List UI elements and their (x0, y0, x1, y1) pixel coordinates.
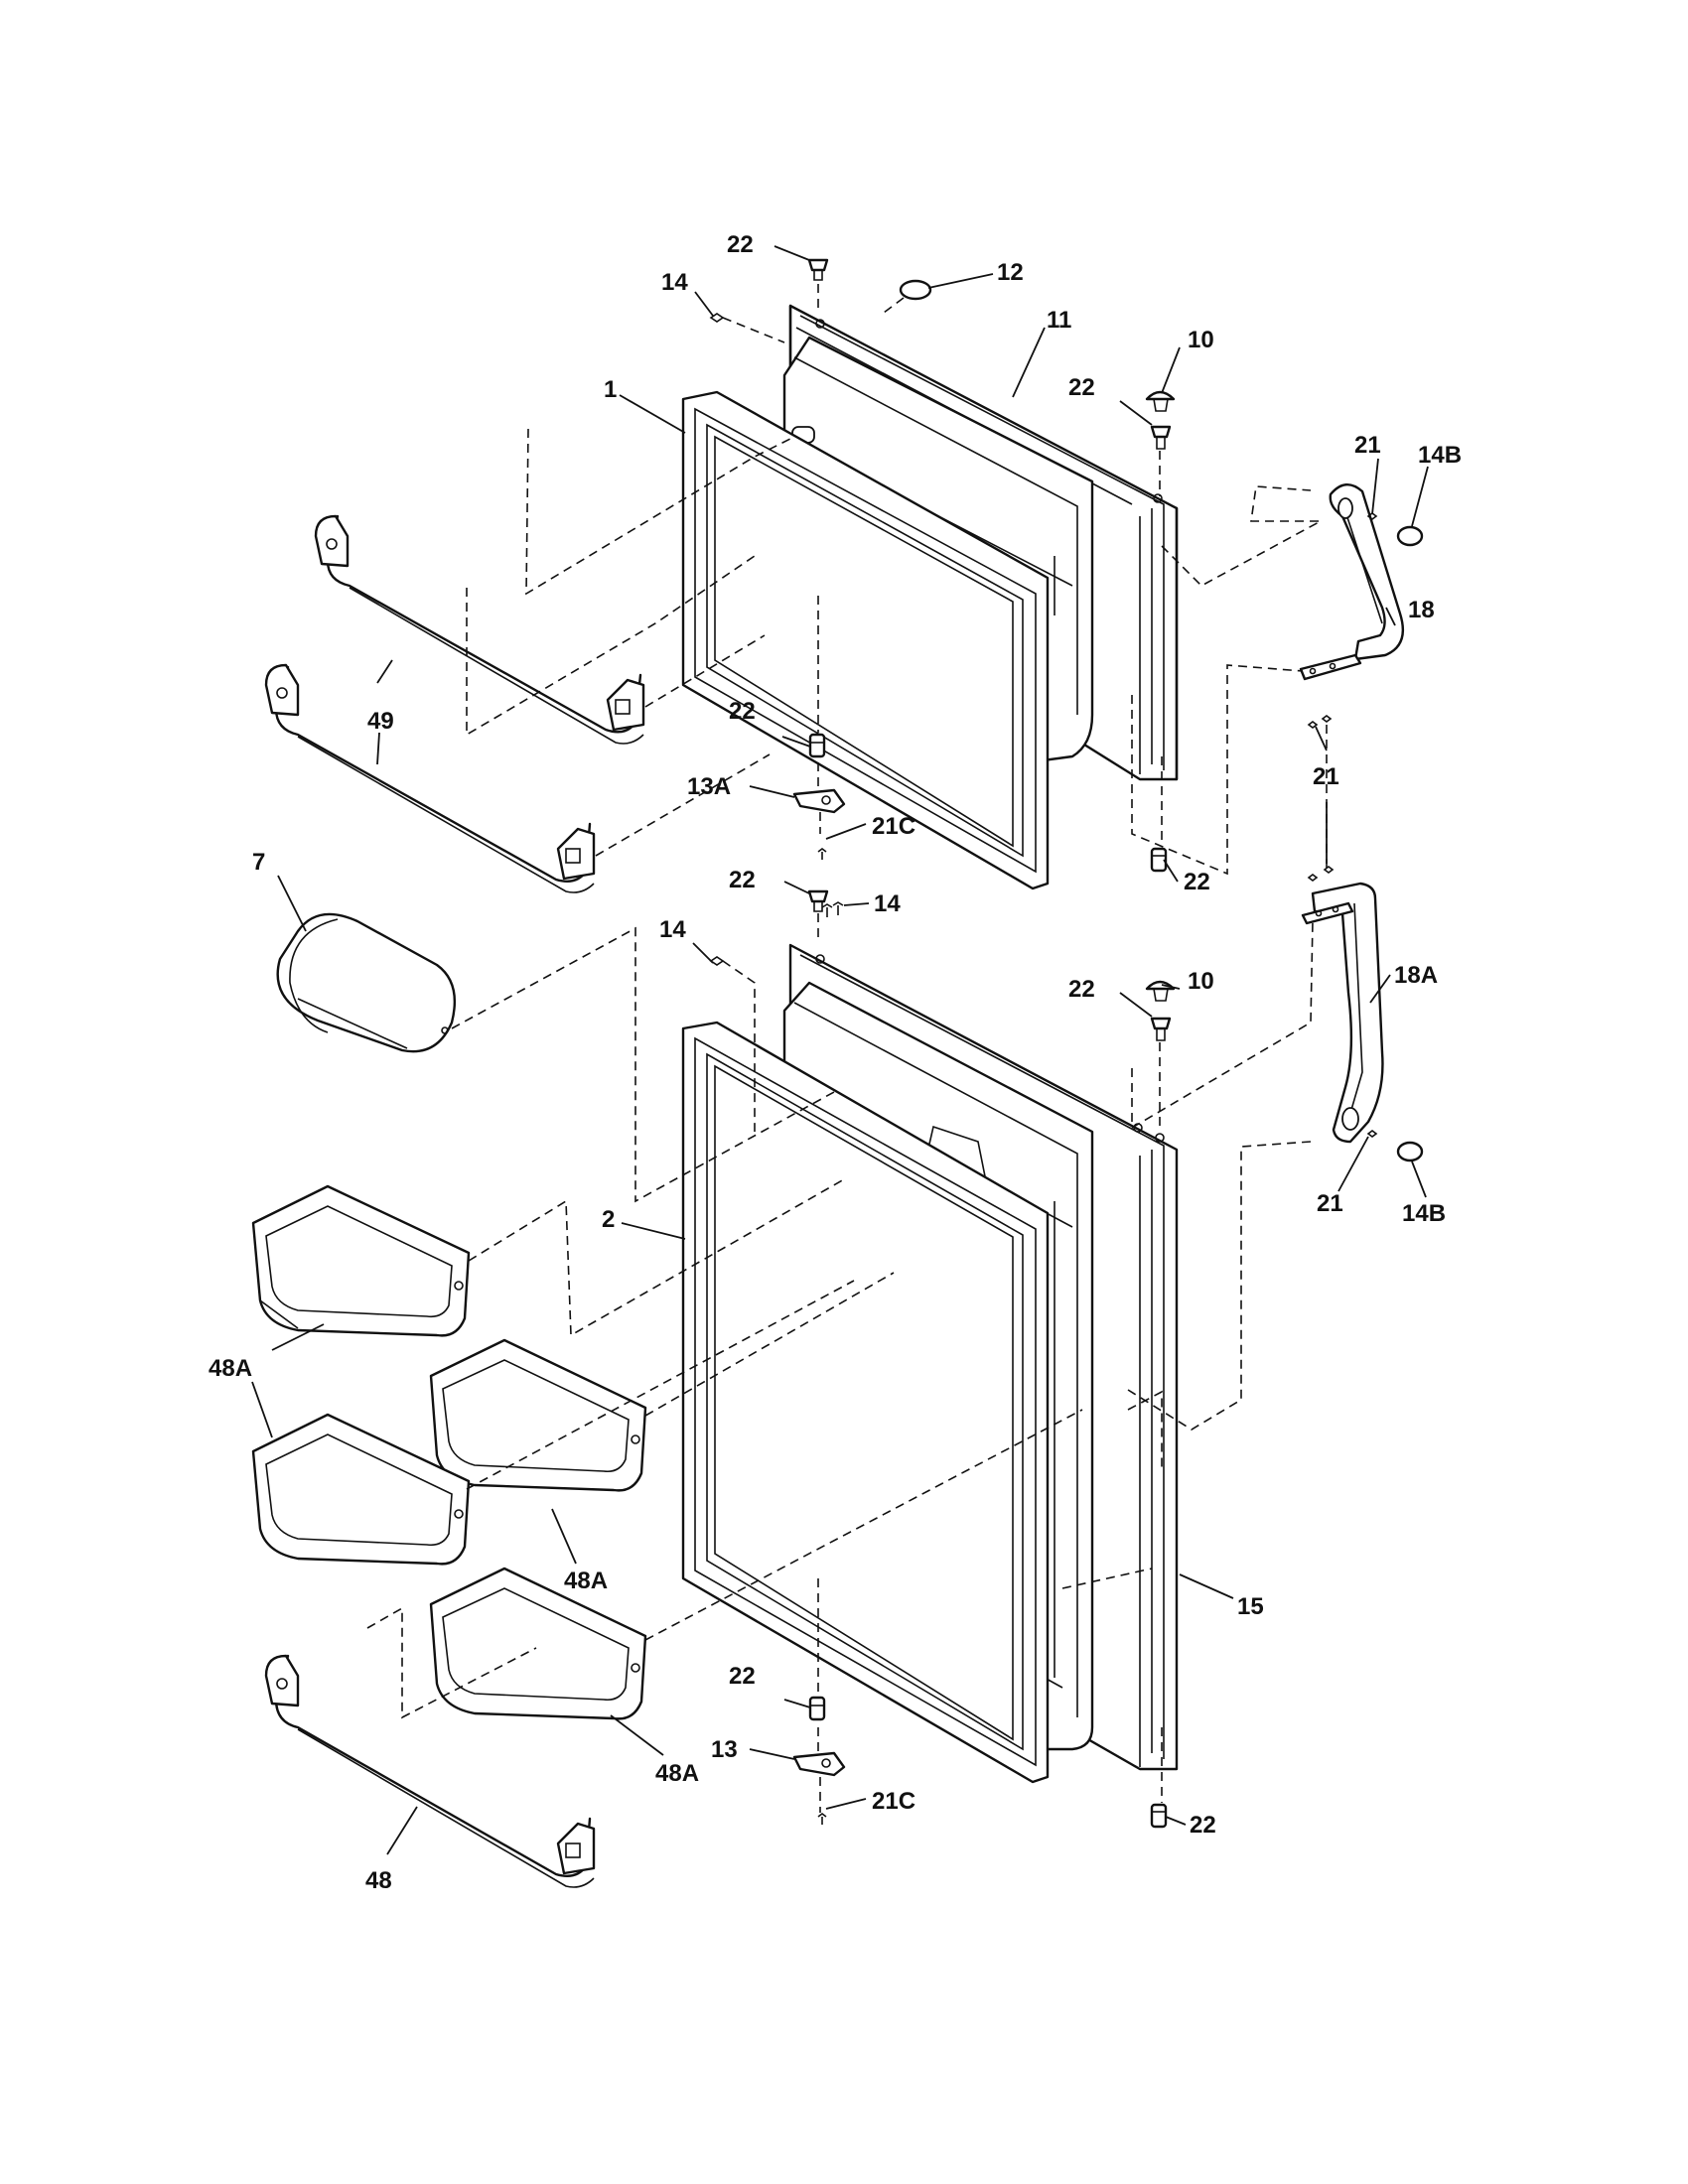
callout-21: 21 (1317, 1190, 1343, 1217)
callout-22: 22 (729, 698, 756, 725)
callout-22: 22 (729, 1663, 756, 1690)
callout-22: 22 (1068, 374, 1095, 401)
fresh-food-door-handle (1301, 882, 1384, 1144)
callout-14b: 14B (1418, 442, 1462, 469)
callout-14: 14 (874, 890, 901, 917)
callout-48a: 48A (209, 1355, 252, 1382)
callout-labels: 22 12 14 11 10 22 1 21 14B 18 49 22 13A … (209, 231, 1462, 1894)
callout-18a: 18A (1394, 962, 1438, 989)
callout-22: 22 (727, 231, 754, 258)
callout-22: 22 (1190, 1812, 1216, 1839)
door-bin-middle-right (429, 1338, 647, 1492)
callout-48a: 48A (564, 1568, 608, 1594)
callout-11: 11 (1047, 307, 1071, 334)
door-bin-middle-left (251, 1413, 471, 1566)
callout-48: 48 (365, 1867, 392, 1894)
callout-13: 13 (711, 1736, 738, 1763)
callout-21c: 21C (872, 813, 915, 840)
callout-18: 18 (1408, 597, 1435, 623)
leader-lines (251, 245, 1429, 1855)
freezer-door-gasket (681, 390, 1050, 890)
callout-14: 14 (659, 916, 686, 943)
callout-22: 22 (729, 867, 756, 893)
assembly-lines (366, 284, 1328, 1813)
callout-21: 21 (1313, 763, 1339, 790)
callout-15: 15 (1237, 1593, 1264, 1620)
freezer-door-shelf-upper (314, 514, 645, 745)
filter-cartridge (276, 912, 456, 1053)
callout-48a: 48A (655, 1760, 699, 1787)
callout-12: 12 (997, 259, 1024, 286)
hardware (709, 258, 1424, 1829)
callout-22: 22 (1068, 976, 1095, 1003)
callout-7: 7 (252, 849, 265, 876)
door-bin-upper (251, 1184, 471, 1337)
callout-14: 14 (661, 269, 688, 296)
fresh-food-door-gasket (681, 1021, 1050, 1784)
fresh-food-shelf-bar (264, 1654, 596, 1888)
callout-14b: 14B (1402, 1200, 1446, 1227)
freezer-door-handle (1299, 483, 1405, 681)
callout-21: 21 (1354, 432, 1381, 459)
callout-49: 49 (367, 708, 394, 735)
door-bin-lower (429, 1567, 647, 1720)
callout-2: 2 (602, 1206, 615, 1233)
callout-22: 22 (1184, 869, 1210, 895)
callout-13a: 13A (687, 773, 731, 800)
callout-10: 10 (1188, 968, 1214, 995)
callout-21c: 21C (872, 1788, 915, 1815)
freezer-door-shelf-lower (264, 663, 596, 893)
callout-1: 1 (604, 376, 617, 403)
callout-10: 10 (1188, 327, 1214, 353)
